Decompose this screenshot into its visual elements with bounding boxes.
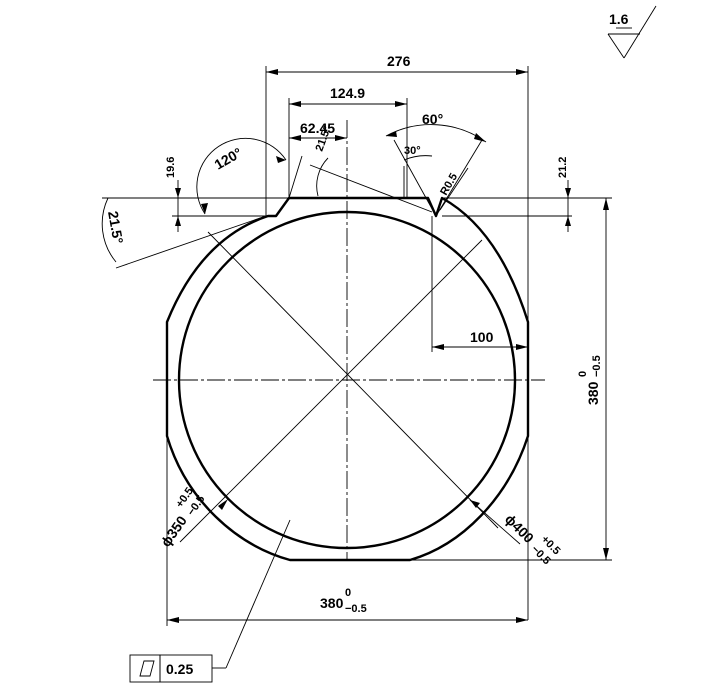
flatness-value: 0.25 [166,661,193,677]
arrow-124-left [289,101,301,107]
dim-276-label: 276 [387,53,411,69]
dim-21-2-label: 21.2 [557,157,569,178]
svg-text:ϕ400: ϕ400 [502,511,537,546]
arrow-120-left [201,203,208,214]
arrow-380-left [167,617,179,623]
arrow-60-left [386,131,397,137]
dim-124-9-label: 124.9 [330,85,365,101]
angle-30-label: 30° [404,145,421,157]
surface-finish-symbol: 1.6 [607,5,657,59]
angle-120-label: 120° [212,144,245,172]
arrow-dia-400 [470,500,480,508]
arrow-124-right [395,101,407,107]
arrow-dia-350 [218,499,228,510]
arc-30 [403,155,433,161]
arrow-380-right [516,617,528,623]
arrow-62-right [335,135,347,141]
flatness-feature-frame: 0.25 [129,654,213,683]
dia-400-label: ϕ400 +0.5 −0.5 [502,511,563,567]
arrow-120-right [276,156,286,163]
arrow-21-2-top [565,188,571,198]
svg-text:0: 0 [345,587,351,599]
surface-finish-value: 1.6 [609,11,629,27]
ext-line-21-5-left [115,215,267,269]
arc-21-5-left [101,197,117,263]
svg-text:−0.5: −0.5 [591,355,603,377]
ext-line-21-5-top [288,155,303,199]
arrow-276-left [266,69,278,75]
arrow-19-6-bottom [175,216,181,226]
dim-100-label: 100 [470,329,494,345]
inner-circle [177,210,517,550]
ext-line-60-right [435,139,483,217]
svg-text:0: 0 [577,371,589,377]
dim-380-horizontal-label: 380 0 −0.5 [320,587,367,615]
angle-21-5-left-label: 21.5° [105,210,126,245]
arrow-60-right [474,133,486,142]
ext-line-21-5-top-b [309,164,433,213]
arc-60 [385,124,487,143]
arrow-380-bottom [603,548,609,560]
arrow-19-6-top [175,188,181,198]
dim-19-6-label: 19.6 [165,157,177,178]
dim-380-vertical-label: 380 0 −0.5 [577,355,603,405]
svg-text:380: 380 [320,595,344,611]
arrow-100-left [432,344,444,350]
arrow-100-right [516,344,528,350]
arrow-62-left [289,135,301,141]
arrow-380-top [603,198,609,210]
diagonal-line-a [207,231,499,529]
svg-text:−0.5: −0.5 [345,603,367,615]
leader-flatness [225,519,291,669]
dim-62-45-label: 62.45 [300,120,335,136]
leader-r0-5 [439,167,469,211]
svg-text:380: 380 [585,381,601,405]
flatness-parallelogram-icon [139,660,155,677]
arrow-21-2-bottom [565,216,571,226]
svg-text:ϕ350: ϕ350 [157,513,190,550]
dia-350-label: ϕ350 +0.5 −0.5 [157,485,207,550]
arc-120 [196,137,287,215]
angle-60-label: 60° [422,111,443,127]
leader-dia-400 [469,499,521,545]
arrow-276-right [516,69,528,75]
ext-line-60-left [393,139,437,217]
arc-21-5-top [316,157,329,197]
